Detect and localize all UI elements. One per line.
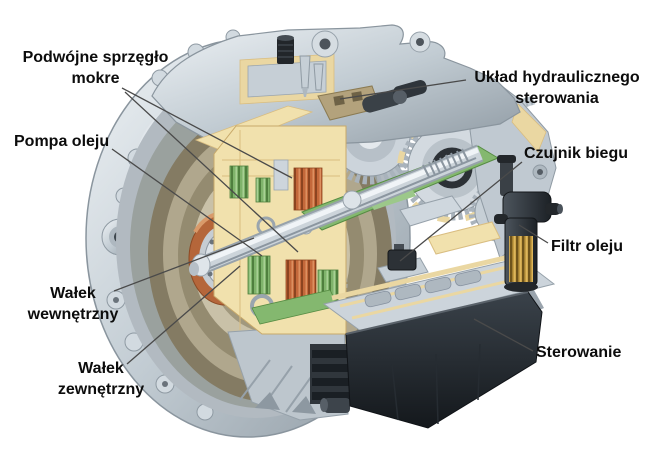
- label-gear-sensor: Czujnik biegu: [524, 145, 628, 162]
- label-inner-shaft-line1: Wałek: [50, 285, 96, 302]
- leader-dual-clutch-2: [124, 91, 299, 253]
- leader-outer-shaft: [126, 265, 241, 365]
- label-outer-shaft-line1: Wałek: [78, 360, 124, 377]
- gear-sensor-unit: [377, 244, 429, 283]
- valve-body: [322, 251, 556, 333]
- leader-inner-shaft: [113, 237, 255, 292]
- label-dual-wet-clutch-line2: mokre: [71, 70, 120, 87]
- oil-filter-unit: [494, 155, 563, 292]
- label-inner-shaft: Wałek wewnętrzny: [8, 283, 138, 325]
- solenoids: [362, 80, 427, 113]
- label-oil-pump: Pompa oleju: [14, 133, 110, 150]
- leader-dual-clutch-1: [121, 87, 293, 179]
- label-oil-filter: Filtr oleju: [551, 238, 623, 255]
- leader-gear-sensor: [399, 161, 523, 262]
- leader-lines: [111, 79, 549, 365]
- oil-pan: [345, 290, 544, 429]
- label-control: Sterowanie: [536, 344, 622, 361]
- leader-oil-pump: [111, 148, 263, 257]
- leader-control: [473, 318, 534, 352]
- label-outer-shaft-line2: zewnętrzny: [57, 381, 145, 398]
- label-outer-shaft: Wałek zewnętrzny: [40, 358, 162, 400]
- top-housing: [151, 24, 521, 151]
- label-inner-shaft-line2: wewnętrzny: [27, 306, 119, 323]
- label-dual-wet-clutch-line1: Podwójne sprzęgło: [22, 49, 169, 66]
- lower-housing: [227, 323, 356, 421]
- label-dual-wet-clutch: Podwójne sprzęgło mokre: [18, 47, 173, 89]
- label-hydraulic-control-line1: Układ hydraulicznego: [474, 69, 640, 86]
- label-hydraulic-control-line2: sterowania: [515, 90, 599, 107]
- leader-oil-filter: [518, 224, 549, 244]
- label-hydraulic-control: Układ hydraulicznego sterowania: [468, 67, 646, 109]
- leader-hydraulic-control: [339, 79, 467, 100]
